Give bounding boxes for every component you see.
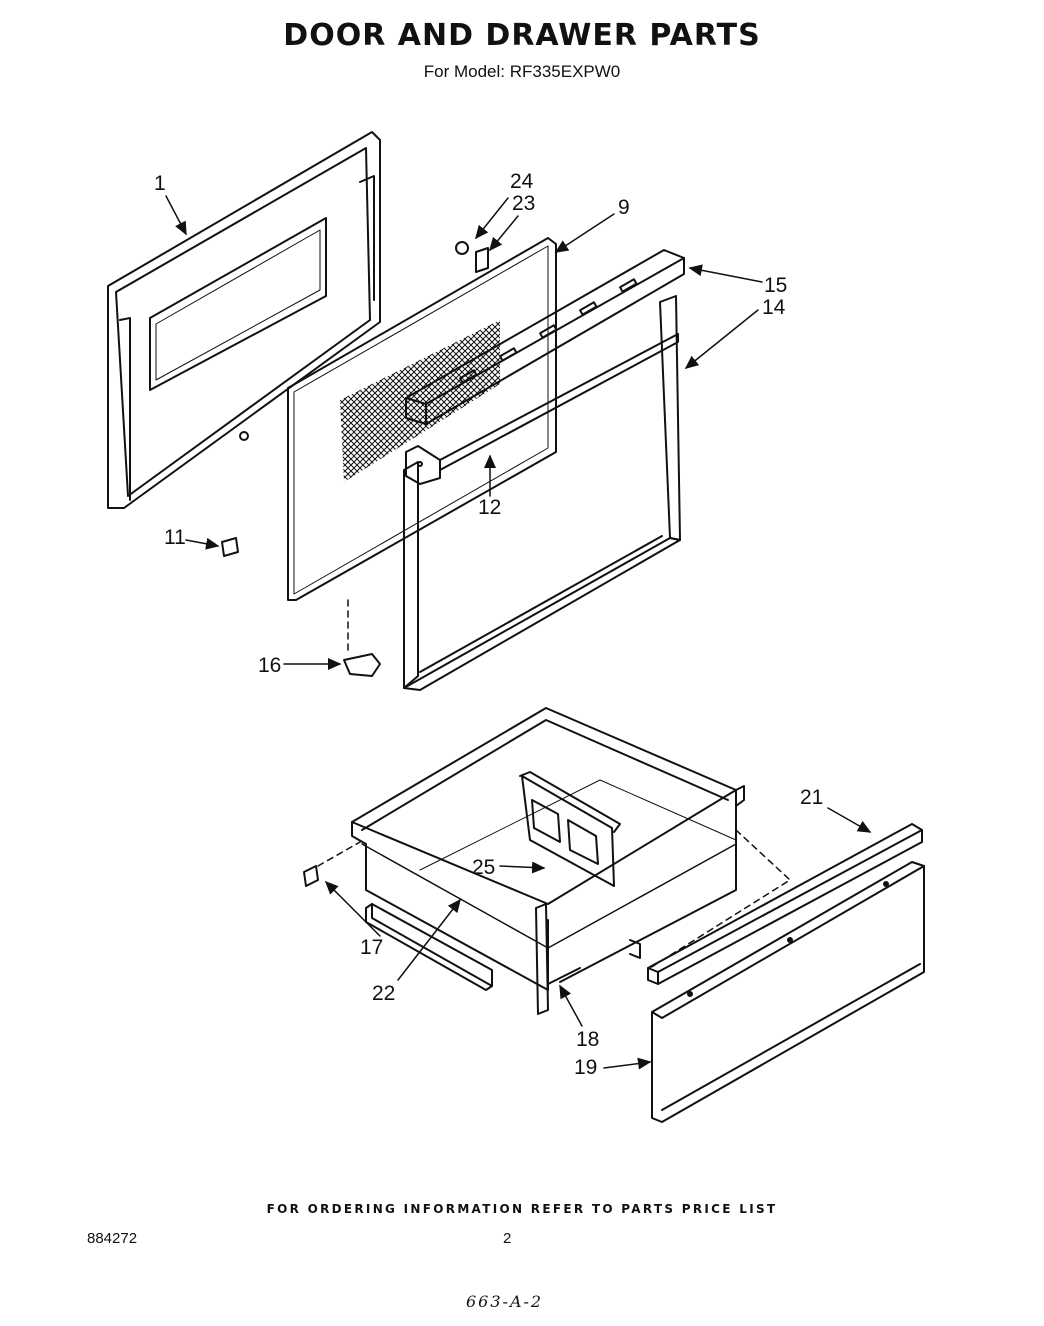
door-frame [403, 295, 681, 691]
callout-16: 16 [258, 654, 282, 677]
callout-23: 23 [512, 192, 536, 215]
callout-25: 25 [472, 856, 496, 879]
callout-24: 24 [510, 170, 534, 193]
callout-17: 17 [360, 936, 384, 959]
outer-door-panel [107, 131, 381, 509]
drawer-front-panel [651, 861, 925, 1123]
drawer-rail [535, 903, 581, 1015]
door-stop [343, 599, 381, 677]
top-vent-trim [405, 249, 685, 425]
page-number: 2 [503, 1230, 512, 1247]
callout-1: 1 [154, 172, 166, 195]
hinge-assembly [405, 445, 441, 485]
callout-11: 11 [164, 526, 186, 549]
drawer-clip [303, 841, 361, 887]
screw-and-clip [455, 241, 489, 273]
callout-15: 15 [764, 274, 788, 297]
callout-21: 21 [800, 786, 824, 809]
page-title: DOOR AND DRAWER PARTS [283, 18, 761, 53]
document-number: 884272 [87, 1230, 138, 1247]
callout-22: 22 [372, 982, 396, 1005]
drawer-divider [519, 771, 621, 887]
inner-door-panel [287, 237, 557, 601]
drawer-slide-bar [365, 903, 493, 991]
alignment-line [649, 829, 791, 969]
callout-18: 18 [576, 1028, 600, 1051]
model-subtitle: For Model: RF335EXPW0 [423, 62, 621, 81]
callout-14: 14 [762, 296, 786, 319]
drawer-top-trim [647, 823, 923, 985]
callout-9: 9 [618, 196, 630, 219]
callout-12: 12 [478, 496, 502, 519]
ordering-info-note: FOR ORDERING INFORMATION REFER TO PARTS … [266, 1202, 778, 1216]
latch-bracket [221, 537, 239, 557]
handwritten-code: 663-A-2 [466, 1292, 544, 1311]
callout-19: 19 [574, 1056, 598, 1079]
leader-arrows [165, 195, 872, 1070]
